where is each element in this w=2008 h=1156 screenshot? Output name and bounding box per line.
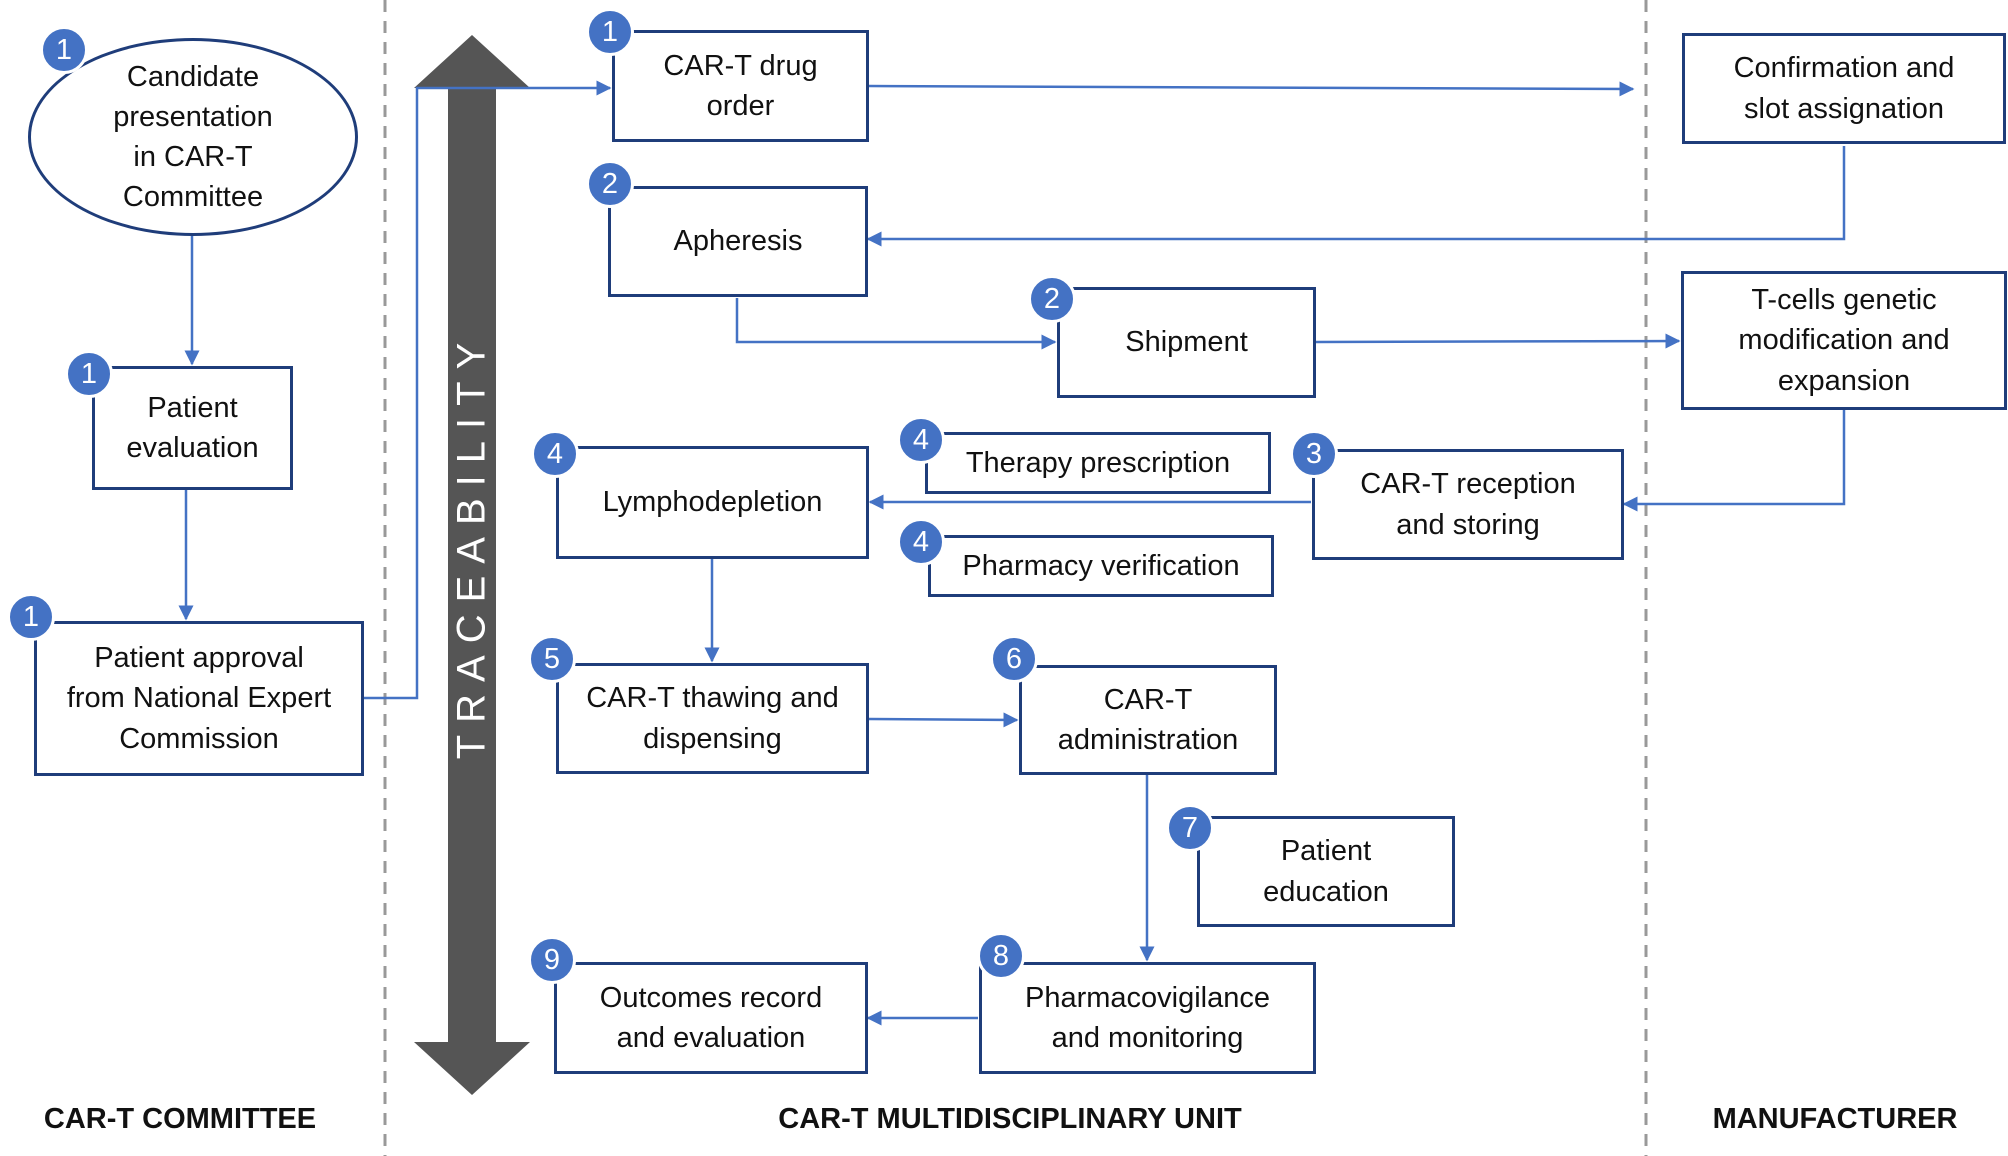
step-pharmacovigilance: Pharmacovigilance and monitoring bbox=[979, 962, 1316, 1074]
step-number-badge: 1 bbox=[65, 350, 113, 398]
text-line: modification and bbox=[1738, 324, 1950, 357]
text-line: evaluation bbox=[126, 432, 259, 464]
connector-order-confirmation bbox=[868, 81, 1635, 97]
connector-thawing-administration bbox=[868, 712, 1019, 728]
step-number-badge: 5 bbox=[528, 635, 576, 683]
text-line: and evaluation bbox=[616, 1022, 806, 1054]
step-text: Confirmation and slot assignation bbox=[1734, 48, 1955, 128]
step-number-badge: 8 bbox=[977, 932, 1025, 980]
text-line: and monitoring bbox=[1051, 1022, 1244, 1054]
text-line: in CAR-T bbox=[133, 141, 253, 173]
step-patient-approval: Patient approval from National Expert Co… bbox=[34, 621, 364, 776]
step-text: Patient evaluation bbox=[126, 388, 258, 468]
connector-shipment-modification bbox=[1315, 333, 1681, 349]
step-text: CAR-T administration bbox=[1058, 680, 1239, 760]
step-number-badge: 1 bbox=[586, 8, 634, 56]
text-line: Outcomes record bbox=[599, 981, 823, 1014]
traceability-arrow bbox=[414, 35, 530, 1095]
text-line: dispensing bbox=[643, 722, 782, 755]
text-line: Patient approval bbox=[94, 642, 304, 675]
step-pharmacy-verification: Pharmacy verification bbox=[928, 535, 1274, 597]
step-confirmation-slot: Confirmation and slot assignation bbox=[1682, 33, 2006, 144]
step-number-badge: 1 bbox=[7, 593, 55, 641]
step-number-badge: 4 bbox=[897, 518, 945, 566]
step-patient-evaluation: Patient evaluation bbox=[92, 366, 293, 490]
step-candidate-presentation: Candidate presentation in CAR-T Committe… bbox=[28, 38, 358, 236]
connector-modification-reception bbox=[1622, 410, 1846, 512]
step-number-badge: 2 bbox=[1028, 275, 1076, 323]
connector-approval-order bbox=[364, 80, 612, 700]
step-apheresis: Apheresis bbox=[608, 186, 868, 297]
step-text: Shipment bbox=[1125, 322, 1248, 362]
text-line: presentation bbox=[113, 100, 273, 133]
step-text: CAR-T reception and storing bbox=[1360, 464, 1575, 544]
lane-label-unit: CAR-T MULTIDISCIPLINARY UNIT bbox=[778, 1103, 1242, 1135]
step-number-badge: 3 bbox=[1290, 430, 1338, 478]
step-shipment: Shipment bbox=[1057, 287, 1316, 398]
step-patient-education: Patient education bbox=[1197, 816, 1455, 927]
text-line: from National Expert bbox=[66, 682, 332, 715]
step-text: Outcomes record and evaluation bbox=[600, 978, 822, 1058]
text-line: CAR-T bbox=[1103, 683, 1193, 716]
connector-confirmation-apheresis bbox=[866, 146, 1846, 247]
step-text: Patient approval from National Expert Co… bbox=[67, 638, 331, 758]
step-text: CAR-T drug order bbox=[663, 46, 817, 126]
step-text: Apheresis bbox=[674, 221, 803, 261]
step-reception-storing: CAR-T reception and storing bbox=[1312, 449, 1624, 560]
text-line: Committee bbox=[122, 181, 264, 214]
text-line: Patient bbox=[147, 391, 238, 424]
step-text: T-cells genetic modification and expansi… bbox=[1738, 280, 1949, 400]
text-line: administration bbox=[1057, 724, 1239, 756]
text-line: Pharmacovigilance bbox=[1024, 981, 1270, 1014]
text-line: T-cells genetic bbox=[1751, 284, 1937, 317]
step-therapy-prescription: Therapy prescription bbox=[925, 432, 1271, 494]
step-genetic-modification: T-cells genetic modification and expansi… bbox=[1681, 271, 2007, 410]
text-line: Confirmation and bbox=[1733, 52, 1955, 85]
step-outcomes-record: Outcomes record and evaluation bbox=[554, 962, 868, 1074]
step-number-badge: 1 bbox=[40, 26, 88, 74]
step-text: Pharmacy verification bbox=[962, 546, 1239, 586]
step-number-badge: 7 bbox=[1166, 804, 1214, 852]
step-text: Lymphodepletion bbox=[603, 482, 823, 522]
text-line: Patient bbox=[1280, 835, 1372, 868]
step-number-badge: 6 bbox=[990, 635, 1038, 683]
text-line: education bbox=[1263, 875, 1389, 908]
text-line: Therapy prescription bbox=[965, 446, 1231, 479]
text-line: Candidate bbox=[126, 60, 260, 93]
step-number-badge: 4 bbox=[897, 416, 945, 464]
connector-apheresis-shipment bbox=[735, 298, 1057, 350]
step-text: Therapy prescription bbox=[966, 443, 1230, 483]
text-line: Lymphodepletion bbox=[602, 486, 823, 519]
text-line: CAR-T reception bbox=[1360, 468, 1576, 501]
text-line: CAR-T thawing and bbox=[586, 682, 839, 715]
text-line: CAR-T drug bbox=[663, 49, 818, 82]
step-administration: CAR-T administration bbox=[1019, 665, 1277, 775]
step-drug-order: CAR-T drug order bbox=[612, 30, 869, 142]
text-line: Pharmacy verification bbox=[962, 549, 1240, 582]
lane-label-manufacturer: MANUFACTURER bbox=[1712, 1103, 1958, 1135]
traceability-label: TRACEABILITY bbox=[449, 330, 494, 760]
step-lymphodepletion: Lymphodepletion bbox=[556, 446, 869, 559]
text-line: order bbox=[706, 90, 775, 122]
text-line: Commission bbox=[119, 722, 279, 755]
text-line: expansion bbox=[1777, 364, 1911, 397]
step-number-badge: 4 bbox=[531, 430, 579, 478]
text-line: Apheresis bbox=[673, 225, 803, 258]
step-text: Candidate presentation in CAR-T Committe… bbox=[113, 57, 273, 217]
step-text: CAR-T thawing and dispensing bbox=[586, 678, 839, 758]
text-line: Shipment bbox=[1125, 326, 1248, 359]
step-number-badge: 9 bbox=[528, 936, 576, 984]
step-text: Pharmacovigilance and monitoring bbox=[1025, 978, 1270, 1058]
text-line: slot assignation bbox=[1744, 92, 1944, 125]
step-thawing-dispensing: CAR-T thawing and dispensing bbox=[556, 663, 869, 774]
step-text: Patient education bbox=[1263, 831, 1389, 911]
step-number-badge: 2 bbox=[586, 160, 634, 208]
text-line: and storing bbox=[1396, 508, 1540, 541]
lane-label-committee: CAR-T COMMITTEE bbox=[43, 1103, 317, 1135]
